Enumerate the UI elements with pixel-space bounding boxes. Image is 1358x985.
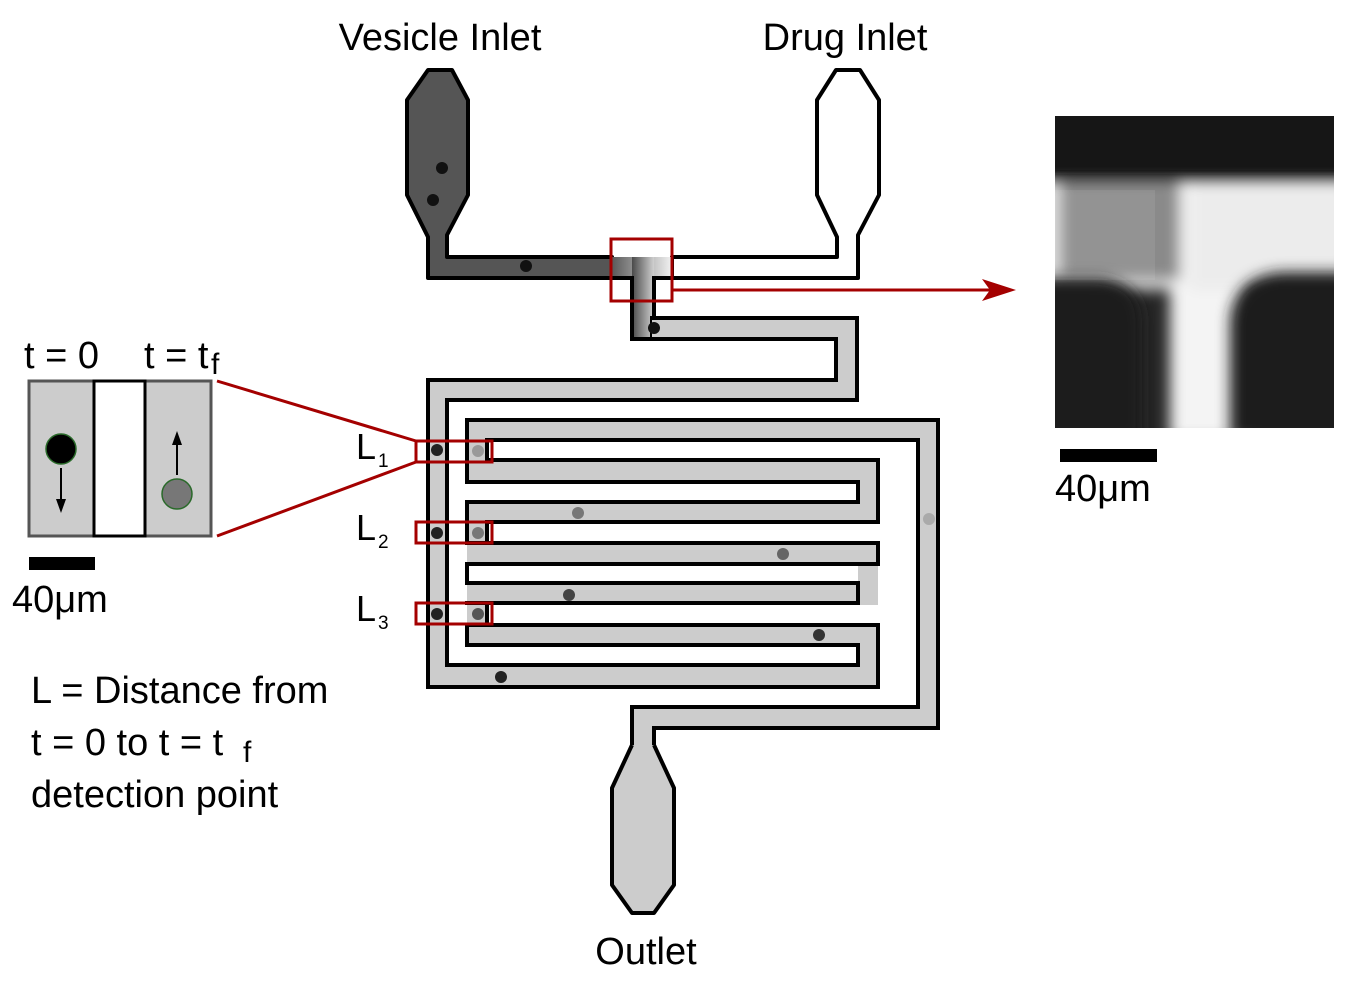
label-l3: L xyxy=(356,588,376,629)
junction-micrograph: 40μm xyxy=(1055,116,1334,510)
label-l2: L xyxy=(356,507,376,548)
inset-tf-sub: f xyxy=(211,348,220,381)
legend-line-3: detection point xyxy=(31,774,279,816)
mixing-junction xyxy=(610,257,672,341)
inset-t0-label: t = 0 xyxy=(24,335,99,377)
detection-inset: t = 0 t = t f 40μm xyxy=(12,335,220,621)
inset-scale-label: 40μm xyxy=(12,579,108,621)
outlet-label: Outlet xyxy=(595,931,697,973)
junction-highlight-box xyxy=(609,237,674,303)
detection-box-l1 xyxy=(414,439,494,464)
junction-arrow xyxy=(672,279,1016,301)
legend-line-2-sub: f xyxy=(243,736,252,769)
zoom-lines xyxy=(216,379,417,538)
label-l1-sub: 1 xyxy=(378,451,389,472)
vesicle-inlet-reservoir xyxy=(405,68,614,280)
drug-inlet-reservoir xyxy=(670,68,881,280)
legend-line-2: t = 0 to t = t xyxy=(31,722,224,764)
micrograph-scale-label: 40μm xyxy=(1055,468,1151,510)
vesicles xyxy=(427,162,935,683)
distance-legend: L = Distance from t = 0 to t = t f detec… xyxy=(31,670,328,816)
inset-scale-bar xyxy=(29,557,95,570)
inset-tf-label: t = t xyxy=(144,335,209,377)
detection-boxes xyxy=(414,237,674,626)
micrograph-scale-bar xyxy=(1060,449,1157,462)
label-l1: L xyxy=(356,426,376,467)
drug-inlet-label: Drug Inlet xyxy=(763,17,928,59)
vesicle-tf xyxy=(161,478,193,510)
detection-box-l2 xyxy=(414,520,494,545)
label-l2-sub: 2 xyxy=(378,532,389,553)
detection-labels: L 1 L 2 L 3 xyxy=(356,426,389,634)
vesicle-t0 xyxy=(45,433,77,465)
detection-box-l3 xyxy=(414,601,494,626)
channel-network xyxy=(426,316,940,752)
legend-line-1: L = Distance from xyxy=(31,670,328,712)
label-l3-sub: 3 xyxy=(378,613,389,634)
outlet-reservoir xyxy=(610,744,676,915)
vesicle-inlet-label: Vesicle Inlet xyxy=(339,17,542,59)
